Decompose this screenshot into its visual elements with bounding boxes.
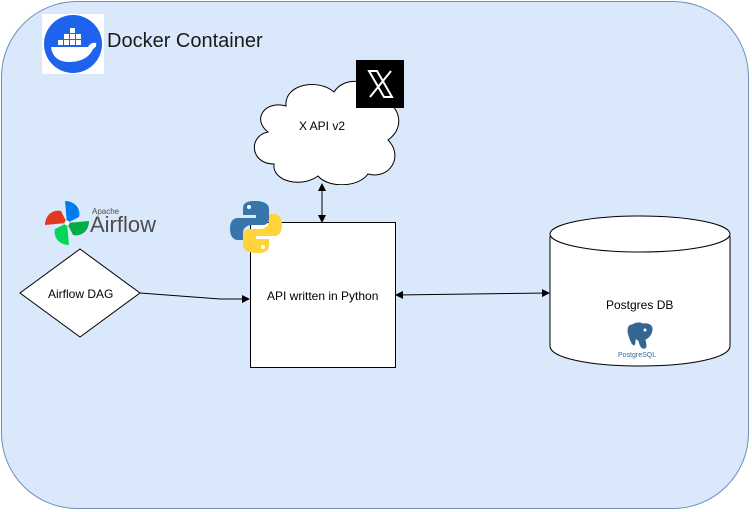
edge-api-to-db <box>395 289 550 299</box>
x-api-label: X API v2 <box>299 119 346 133</box>
airflow-dag-node <box>19 248 141 338</box>
postgres-logo-text: PostgreSQL <box>618 352 657 359</box>
api-label: API written in Python <box>267 289 379 303</box>
x-logo-icon <box>356 60 404 108</box>
edge-dag-to-api <box>139 292 250 303</box>
airflow-logo-small-text: Apache <box>92 207 120 216</box>
airflow-pinwheel-icon <box>45 201 89 245</box>
postgres-db-node <box>549 215 731 367</box>
container-title: Docker Container <box>107 30 263 52</box>
airflow-logo-text: Airflow <box>90 212 157 237</box>
docker-whale-icon <box>42 14 104 74</box>
api-node <box>250 222 396 368</box>
python-logo-icon <box>230 201 282 253</box>
postgres-elephant-icon <box>626 321 654 350</box>
postgres-db-label: Postgres DB <box>606 298 674 312</box>
airflow-dag-label: Airflow DAG <box>48 287 114 301</box>
